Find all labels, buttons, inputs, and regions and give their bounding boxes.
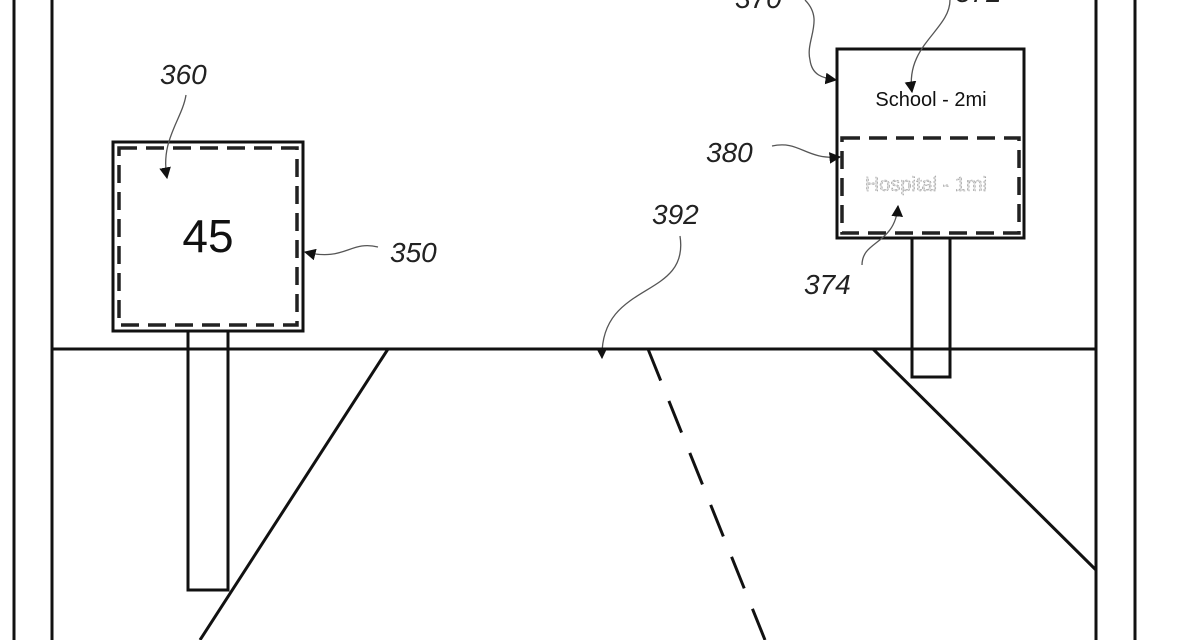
info-sign-top-text: School - 2mi bbox=[875, 89, 986, 111]
leader-360 bbox=[159, 94, 187, 180]
info-sign-bottom-text: Hospital - 1mi bbox=[865, 174, 987, 196]
ref-label-360: 360 bbox=[160, 59, 207, 90]
info-sign bbox=[835, 47, 1026, 240]
leader-370 bbox=[804, 0, 838, 85]
speed-sign-text: 45 bbox=[182, 210, 233, 262]
speed-sign-post bbox=[186, 329, 230, 592]
info-sign-detected-region bbox=[840, 136, 1021, 235]
ref-label-392: 392 bbox=[652, 199, 699, 230]
leader-380 bbox=[771, 144, 842, 164]
road-left-edge bbox=[198, 348, 390, 640]
ref-label-370: 370 bbox=[735, 0, 782, 14]
leader-372 bbox=[904, 0, 951, 94]
leader-392 bbox=[595, 235, 682, 360]
speed-sign-detected-region bbox=[117, 146, 299, 327]
ref-label-380: 380 bbox=[706, 137, 753, 168]
speed-sign bbox=[111, 140, 305, 333]
ref-label-374: 374 bbox=[804, 269, 851, 300]
leader-374 bbox=[861, 204, 904, 266]
info-sign-post bbox=[910, 236, 952, 379]
ref-label-372: 372 bbox=[955, 0, 1002, 8]
leader-350 bbox=[303, 245, 379, 261]
road-center-dashed-line bbox=[646, 348, 767, 640]
ref-label-350: 350 bbox=[390, 237, 437, 268]
road-right-edge bbox=[871, 347, 1098, 572]
